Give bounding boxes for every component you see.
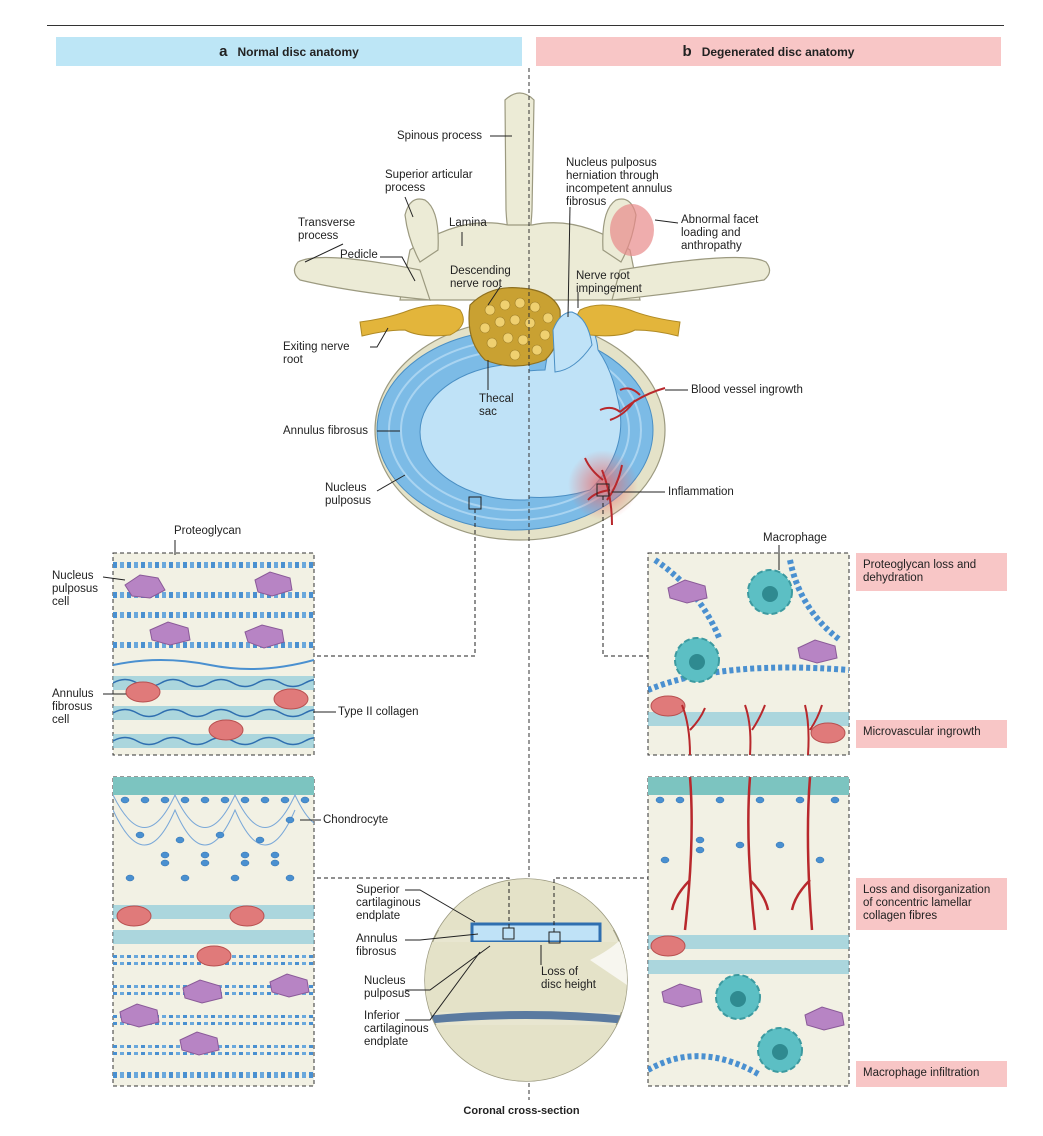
label-inferior-endplate: Inferior cartilaginous endplate xyxy=(364,1010,429,1048)
superior-articular-left xyxy=(404,198,439,263)
endplate-vessels xyxy=(670,777,814,931)
panel-a-title: Normal disc anatomy xyxy=(237,44,359,59)
af-cell-shape xyxy=(229,905,265,927)
label-type2-collagen: Type II collagen xyxy=(338,706,419,718)
label-transverse-process: Transverse process xyxy=(298,217,356,242)
exiting-nerve-root-left xyxy=(359,304,464,337)
np-cell-shape xyxy=(804,1006,845,1031)
label-thecal-sac: Thecal sac xyxy=(479,393,514,418)
inflammation-glow xyxy=(568,450,638,520)
panel-a-letter: a xyxy=(219,43,228,60)
caption-coronal: Coronal cross-section xyxy=(463,1105,580,1117)
transverse-process-right xyxy=(611,256,771,301)
np-cell-shape xyxy=(667,579,708,604)
exiting-nerve-root-right xyxy=(576,304,681,337)
label-nucleus-pulposus: Nucleus pulposus xyxy=(325,482,372,507)
label-pedicle: Pedicle xyxy=(340,249,378,261)
label-np-cell: Nucleus pulposus cell xyxy=(52,570,99,608)
af-cell-shape xyxy=(650,695,686,717)
nerve-rootlets xyxy=(479,297,554,361)
label-proteoglycan: Proteoglycan xyxy=(174,525,242,537)
label-spinous-process: Spinous process xyxy=(397,130,483,142)
np-cell-shape xyxy=(661,983,703,1008)
af-cell-shape xyxy=(125,681,161,703)
af-cell-shape xyxy=(650,935,686,957)
coronal-cross-section xyxy=(424,878,628,1082)
np-cell-shape xyxy=(269,973,310,998)
label-af-cell: Annulus fibrosus cell xyxy=(52,688,94,726)
af-cell-shape xyxy=(273,688,309,710)
np-cell-shape xyxy=(124,574,166,599)
inset-endplate-degenerated xyxy=(647,776,850,1087)
np-cell-shape xyxy=(244,624,285,649)
leader-lines xyxy=(102,135,780,1021)
inset-endplate-normal xyxy=(112,776,315,1087)
np-cell-shape xyxy=(179,1031,220,1056)
label-cs-annulus: Annulus fibrosus xyxy=(356,933,398,958)
np-cell-shape xyxy=(797,639,838,664)
herniated-nucleus-tip xyxy=(552,311,593,373)
panel-b-header: b Degenerated disc anatomy xyxy=(536,37,1001,66)
disc-normal xyxy=(376,329,529,531)
af-cell-shape xyxy=(810,722,846,744)
label-inflammation: Inflammation xyxy=(668,486,734,498)
label-superior-articular-process: Superior articular process xyxy=(385,169,473,194)
tag-disorganization: Loss and disorganization of concentric l… xyxy=(856,878,1007,930)
cs-disc xyxy=(470,922,602,944)
label-nerve-root-impingement: Nerve root impingement xyxy=(576,270,642,295)
af-cell-shape xyxy=(116,905,152,927)
label-exiting-nerve-root: Exiting nerve root xyxy=(283,341,350,366)
tag-microvascular-ingrowth: Microvascular ingrowth xyxy=(856,720,1007,748)
disc-degenerated xyxy=(529,311,666,530)
inset-np-degenerated xyxy=(647,552,850,756)
transverse-process-left xyxy=(293,256,431,301)
np-cell-shape xyxy=(149,621,191,646)
tag-proteoglycan-loss: Proteoglycan loss and dehydration xyxy=(856,553,1007,591)
label-abnormal-facet: Abnormal facet loading and anthropathy xyxy=(681,214,759,252)
af-cell-shape xyxy=(196,945,232,967)
facet-inflammation xyxy=(610,204,654,256)
panel-a-header: a Normal disc anatomy xyxy=(56,37,522,66)
label-superior-endplate: Superior cartilaginous endplate xyxy=(356,884,421,922)
blood-vessel-ingrowth xyxy=(599,387,666,421)
label-cs-nucleus: Nucleus pulposus xyxy=(364,975,411,1000)
tag-macrophage-infiltration: Macrophage infiltration xyxy=(856,1061,1007,1087)
label-np-herniation: Nucleus pulposus herniation through inco… xyxy=(566,157,673,208)
label-annulus-fibrosus: Annulus fibrosus xyxy=(283,425,369,437)
np-cell-shape xyxy=(119,1003,160,1028)
label-blood-vessel-ingrowth: Blood vessel ingrowth xyxy=(691,384,803,396)
np-cell-shape xyxy=(254,571,293,597)
label-loss-of-disc-height: Loss of disc height xyxy=(541,966,596,991)
panel-b-letter: b xyxy=(682,43,692,60)
np-cell-shape xyxy=(182,979,223,1004)
af-cell-shape xyxy=(208,719,244,741)
panel-b-title: Degenerated disc anatomy xyxy=(701,44,855,59)
label-macrophage: Macrophage xyxy=(763,532,827,544)
top-rule xyxy=(47,25,1004,26)
label-descending-nerve-root: Descending nerve root xyxy=(450,265,511,290)
label-lamina: Lamina xyxy=(449,217,487,229)
microvessels xyxy=(681,704,823,755)
inset-np-normal xyxy=(112,552,315,756)
label-chondrocyte: Chondrocyte xyxy=(323,814,389,826)
